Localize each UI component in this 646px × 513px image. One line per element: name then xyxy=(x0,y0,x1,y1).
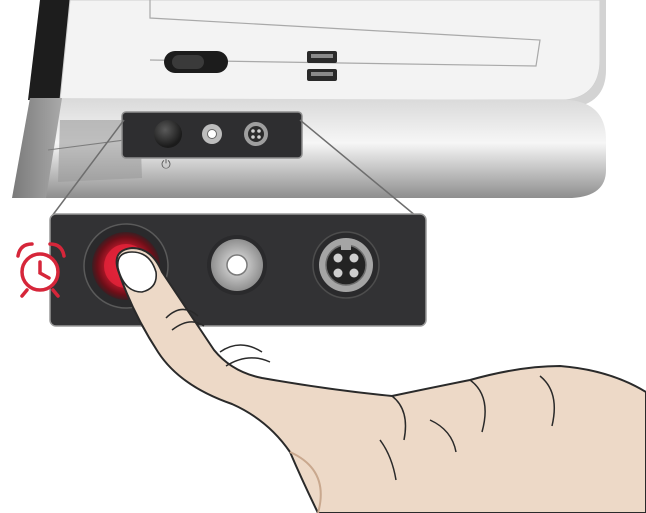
power-button-small xyxy=(154,120,182,148)
card-slot-inner xyxy=(172,55,204,69)
machine-upper-body xyxy=(60,0,600,100)
sewing-machine: ⏻ xyxy=(12,0,606,198)
power-symbol: ⏻ xyxy=(161,157,171,171)
connector-panel-zoom xyxy=(50,214,426,326)
